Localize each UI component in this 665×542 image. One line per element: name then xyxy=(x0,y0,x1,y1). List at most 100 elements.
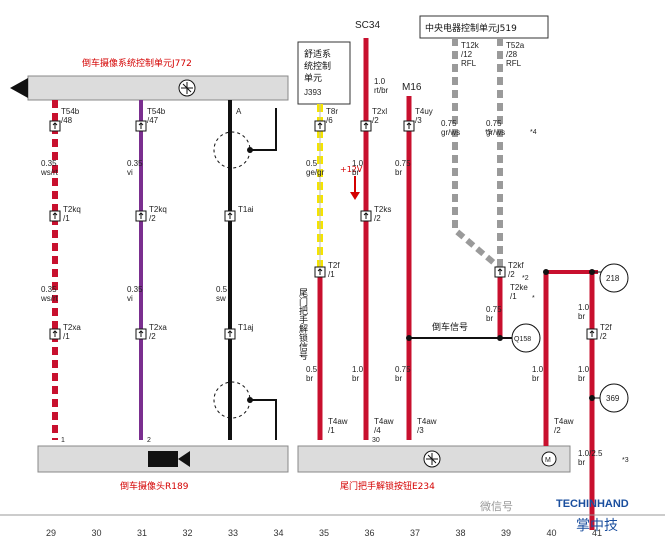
w29-conn-mid-arrow-icon xyxy=(52,212,58,219)
column-label: 32 xyxy=(183,528,193,538)
w39-conn-alt: T2ke/1 xyxy=(510,283,528,301)
comfort-ctrl-line4: J393 xyxy=(304,88,322,97)
w31-conn-low-arrow-icon xyxy=(138,330,144,337)
watermark-brand: TECHINHAND xyxy=(556,498,629,510)
camera-icon xyxy=(148,451,178,467)
w29-conn-top-arrow-icon xyxy=(52,122,58,129)
w37-conn-top-label: T4uy/3 xyxy=(415,107,433,125)
column-label: 39 xyxy=(501,528,511,538)
w29-conn-low-arrow-icon xyxy=(52,330,58,337)
w37-conn-top-arrow-icon xyxy=(406,122,412,129)
w40-conn-low-label: T4aw/2 xyxy=(554,417,574,435)
w35-conn-top-label: T8r/6 xyxy=(326,107,338,125)
shield-top-node xyxy=(247,147,253,153)
shield-bottom-lead xyxy=(250,399,277,440)
camera-control-unit-box xyxy=(27,75,289,101)
continuation-arrow-icon xyxy=(10,78,28,98)
w36-conn-top-arrow-icon xyxy=(363,122,369,129)
column-label: 40 xyxy=(547,528,557,538)
w39-conn-mid-arrow-icon xyxy=(497,268,503,275)
w33-conn-mid-arrow-icon xyxy=(227,212,233,219)
comfort-control-unit-box xyxy=(297,41,351,105)
w29-conn-top-label: T54b/48 xyxy=(61,107,80,125)
camera-control-unit-label: 倒车摄像系统控制单元J772 xyxy=(82,57,192,69)
ref-m16: M16 xyxy=(402,82,422,93)
w35-conn-top-arrow-icon xyxy=(317,122,323,129)
shield-top-lead xyxy=(250,108,277,151)
w31-conn-mid-arrow-icon xyxy=(138,212,144,219)
column-label: 37 xyxy=(410,528,420,538)
column-label: 35 xyxy=(319,528,329,538)
w31-conn-top-arrow-icon xyxy=(138,122,144,129)
w29-conn-mid-label: T2kq/1 xyxy=(63,205,81,223)
w41-note: *3 xyxy=(622,457,629,464)
w31-pin: 2 xyxy=(147,437,151,444)
column-label: 36 xyxy=(365,528,375,538)
motor-icon xyxy=(541,451,557,467)
shield-bottom-node xyxy=(247,397,253,403)
w36-conn-low-label: T4aw/4 xyxy=(374,417,394,435)
ref-q158-circle xyxy=(511,323,541,353)
w39-note2: *2 xyxy=(522,275,529,282)
w35-conn-mid-arrow-icon xyxy=(317,268,323,275)
column-label: 34 xyxy=(274,528,284,538)
v12-arrow-icon xyxy=(350,192,360,200)
comfort-ctrl-line3: 单元 xyxy=(304,72,322,84)
w36-conn-mid-label: T2ks/2 xyxy=(374,205,391,223)
watermark-brand-cn: 掌中技 xyxy=(576,518,618,534)
w37-conn-low-label: T4aw/3 xyxy=(417,417,437,435)
camera-box xyxy=(37,445,289,473)
w29-pin: 1 xyxy=(61,437,65,444)
ref-sc34: SC34 xyxy=(355,20,380,31)
switch-label: 尾门把手解锁按钮E234 xyxy=(340,480,435,492)
ref-218-circle xyxy=(599,263,629,293)
column-label: 31 xyxy=(137,528,147,538)
w39-note: *4 xyxy=(530,129,537,136)
w33-conn-low-arrow-icon xyxy=(227,330,233,337)
central-control-unit-box xyxy=(419,15,549,39)
w33-conn-mid-label: T1ai xyxy=(238,205,254,214)
column-label: 29 xyxy=(46,528,56,538)
w39-note3: * xyxy=(532,295,535,302)
camera-lens-icon xyxy=(178,451,190,467)
column-label: 33 xyxy=(228,528,238,538)
w38-note: *5 xyxy=(485,129,492,136)
comfort-ctrl-line2: 统控制 xyxy=(304,60,331,72)
w41-conn-mid-arrow-icon xyxy=(589,330,595,337)
w33-conn-low-label: T1aj xyxy=(238,323,254,332)
central-control-unit-label: 中央电器控制单元J519 xyxy=(425,22,517,34)
w35-conn-low-label: T4aw/1 xyxy=(328,417,348,435)
switch-ground-cross-icon xyxy=(426,453,438,465)
node-39 xyxy=(497,335,503,341)
reverse-signal-label: 倒车信号 xyxy=(432,321,468,333)
node-40 xyxy=(543,269,549,275)
w36-conn-top-label: T2xl/2 xyxy=(372,107,387,125)
ref-218: 218 xyxy=(606,274,620,283)
column-label: 38 xyxy=(456,528,466,538)
w35-conn-mid-label: T2f/1 xyxy=(328,261,340,279)
comfort-ctrl-line1: 舒适系 xyxy=(304,48,331,60)
ref-369-circle xyxy=(599,383,629,413)
motor-letter: M xyxy=(545,457,551,464)
